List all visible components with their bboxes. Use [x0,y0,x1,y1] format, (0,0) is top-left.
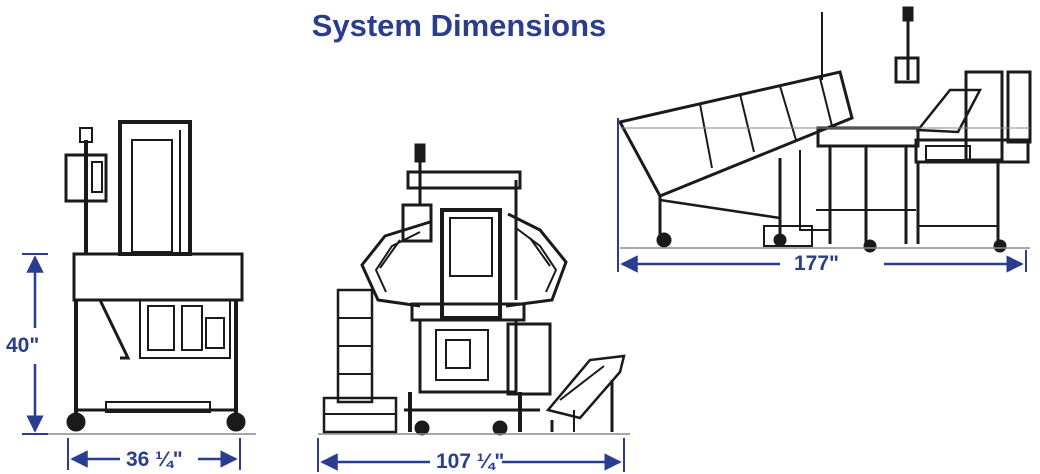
page-title: System Dimensions [311,8,607,43]
side-width-label: 36 ¼" [126,448,183,471]
elevation-width-label: 177" [794,252,839,275]
front-width-label: 107 ¼" [436,450,505,473]
side-height-label: 40" [6,334,40,357]
front-view-machine [322,143,626,436]
side-width-dimension [67,438,241,470]
elevation-view-machine [617,6,1032,253]
elevation-width-dimension [617,118,1027,273]
front-width-dimension [317,438,625,472]
side-height-dimension [22,253,48,435]
side-view-machine [64,120,246,432]
